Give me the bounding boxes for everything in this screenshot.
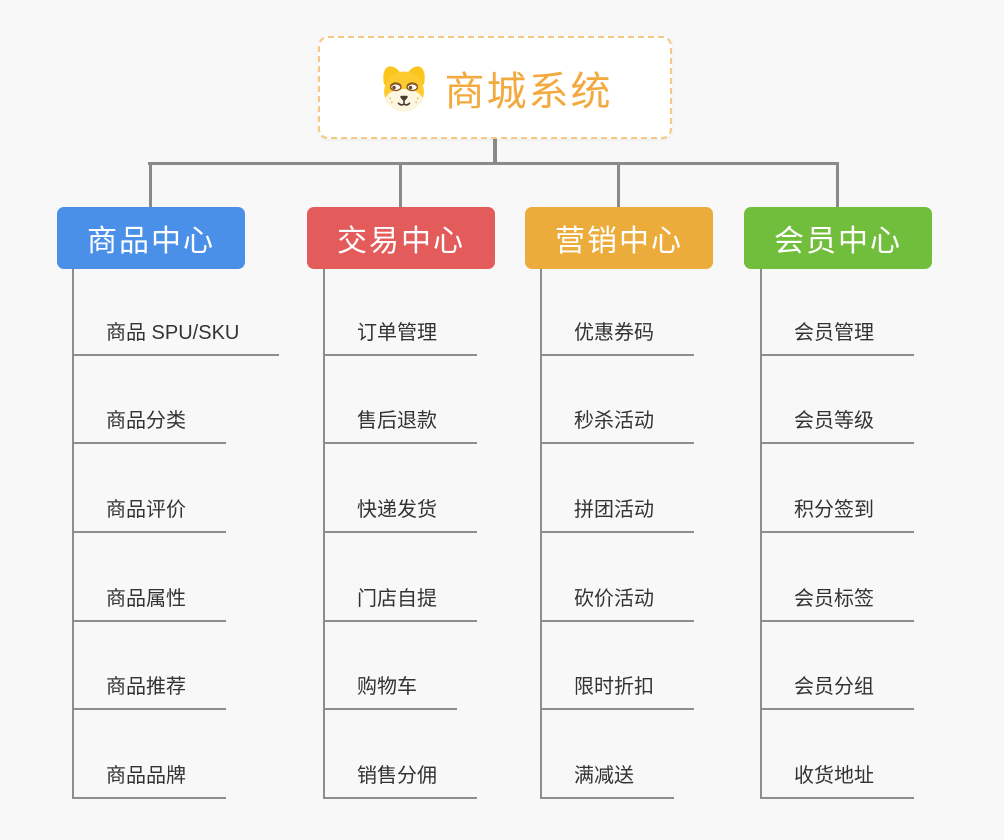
doge-icon [378,63,430,113]
connector-bus [148,162,839,165]
child-node[interactable]: 商品属性 [74,533,226,622]
branch-children-member: 会员管理 会员等级 积分签到 会员标签 会员分组 收货地址 [760,267,914,799]
child-node[interactable]: 限时折扣 [542,622,694,711]
child-node[interactable]: 商品 SPU/SKU [74,267,280,356]
branch-children-trade: 订单管理 售后退款 快递发货 门店自提 购物车 销售分佣 [323,267,477,799]
connector-drop-4 [836,162,839,208]
connector-drop-2 [399,162,402,208]
child-node[interactable]: 快递发货 [325,444,477,533]
branch-header-product[interactable]: 商品中心 [57,207,245,269]
child-node[interactable]: 商品推荐 [74,622,226,711]
branch-children-product: 商品 SPU/SKU 商品分类 商品评价 商品属性 商品推荐 商品品牌 [72,267,280,799]
child-node[interactable]: 商品分类 [74,356,226,445]
child-node[interactable]: 会员标签 [762,533,914,622]
child-node[interactable]: 优惠券码 [542,267,694,356]
branch-children-marketing: 优惠券码 秒杀活动 拼团活动 砍价活动 限时折扣 满减送 [540,267,694,799]
branch-header-member[interactable]: 会员中心 [744,207,932,269]
root-title: 商城系统 [444,69,613,114]
child-node[interactable]: 会员分组 [762,622,914,711]
child-node[interactable]: 积分签到 [762,444,914,533]
child-node[interactable]: 会员管理 [762,267,914,356]
child-node[interactable]: 收货地址 [762,710,914,799]
child-node[interactable]: 砍价活动 [542,533,694,622]
connector-drop-1 [149,162,152,208]
root-node[interactable]: 商城系统 [318,36,672,139]
child-node[interactable]: 销售分佣 [325,710,477,799]
child-node[interactable]: 商品评价 [74,444,226,533]
child-node[interactable]: 会员等级 [762,356,914,445]
child-node[interactable]: 售后退款 [325,356,477,445]
child-node[interactable]: 满减送 [542,710,674,799]
connector-root-stem [493,139,497,163]
child-node[interactable]: 商品品牌 [74,710,226,799]
child-node[interactable]: 购物车 [325,622,457,711]
child-node[interactable]: 拼团活动 [542,444,694,533]
connector-drop-3 [617,162,620,208]
child-node[interactable]: 门店自提 [325,533,477,622]
branch-header-marketing[interactable]: 营销中心 [525,207,713,269]
child-node[interactable]: 订单管理 [325,267,477,356]
child-node[interactable]: 秒杀活动 [542,356,694,445]
branch-header-trade[interactable]: 交易中心 [307,207,495,269]
